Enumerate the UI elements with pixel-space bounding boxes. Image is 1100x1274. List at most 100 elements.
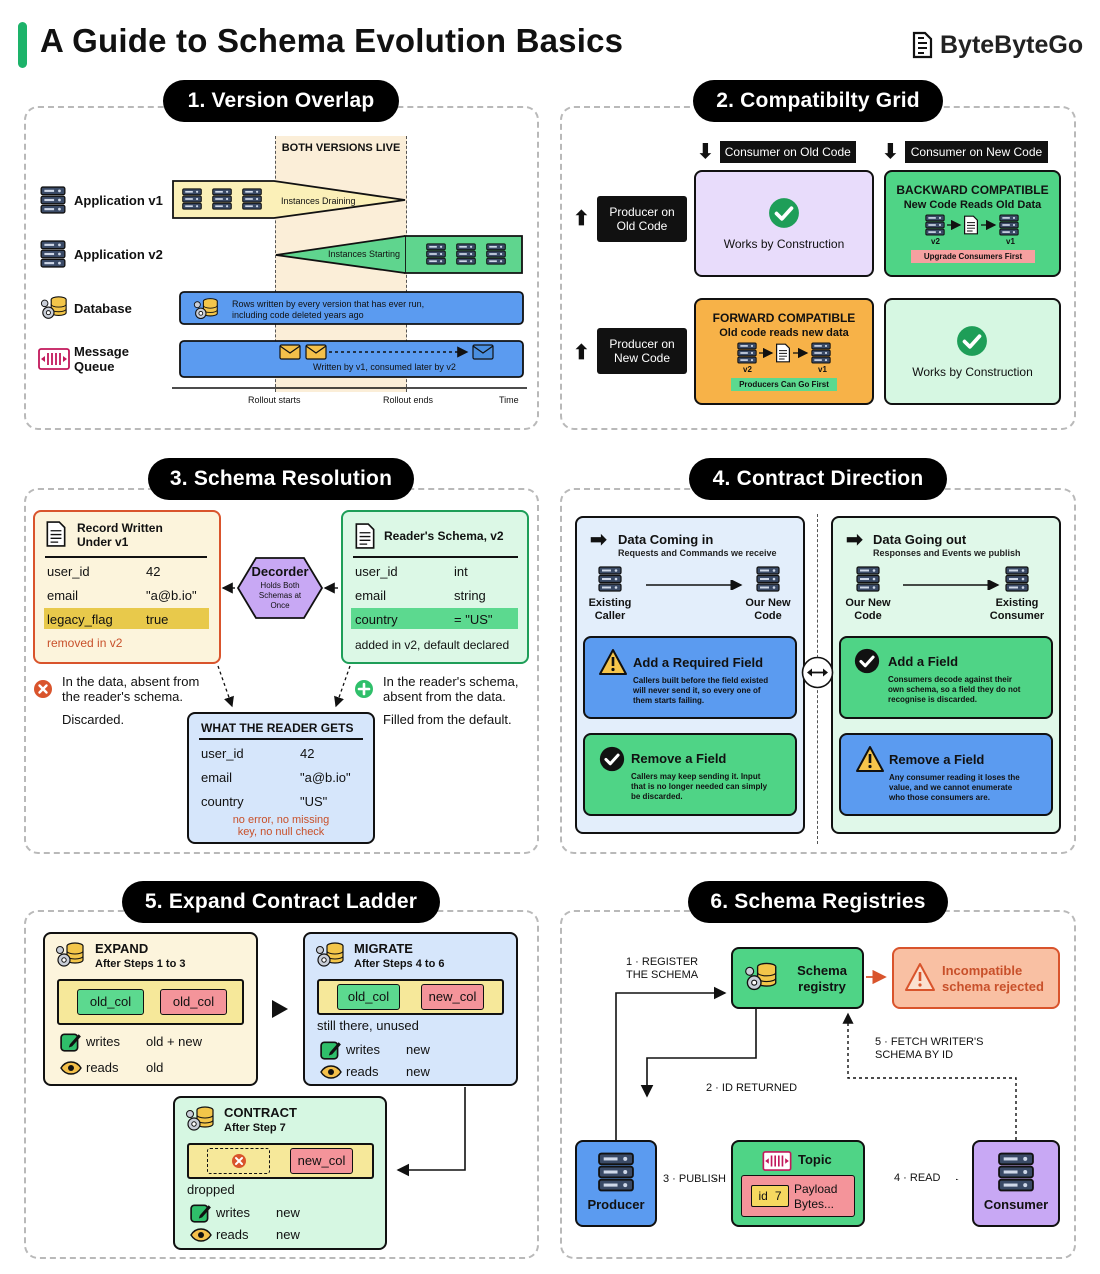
record-row-key: email <box>47 588 79 603</box>
flow-arrow <box>903 580 1000 590</box>
panel-title-contract-direction: 4. Contract Direction <box>689 458 947 500</box>
dropped-column-slot <box>207 1148 270 1174</box>
registry-flow-lines <box>615 969 1017 1180</box>
legacy-flag-highlight <box>44 608 209 629</box>
arrow-right-icon: ➡ <box>590 529 607 551</box>
check-icon <box>599 746 625 772</box>
output-row-value: "US" <box>300 794 328 809</box>
filled-explanation: In the reader's schema,absent from the d… <box>383 674 519 704</box>
warning-icon <box>598 648 628 676</box>
mail-icon-1 <box>279 344 301 360</box>
works-by-construction-1: Works by Construction <box>723 237 845 251</box>
our-new-code-icon <box>856 566 880 592</box>
cell-old-old <box>694 170 874 277</box>
migrate-note: still there, unused <box>317 1018 419 1033</box>
title-accent-bar <box>18 22 27 68</box>
database-icon <box>314 940 346 970</box>
arrow-up-icon: ⬆ <box>573 342 590 364</box>
panel-title-schema-registries: 6. Schema Registries <box>688 881 948 923</box>
reader-row-key: user_id <box>355 564 398 579</box>
arrow-down-icon: ⬇ <box>697 141 714 163</box>
mail-icon-2 <box>305 344 327 360</box>
reads-label: reads <box>346 1064 379 1079</box>
output-row-key: country <box>201 794 244 809</box>
decoder-arrows <box>221 582 338 594</box>
fc-v1-label: v1 <box>818 365 827 374</box>
writes-label: writes <box>216 1205 250 1220</box>
card-title: Add a Required Field <box>633 655 764 670</box>
writes-value: new <box>276 1205 300 1220</box>
card-title: Add a Field <box>888 654 959 669</box>
brand-logo: ByteByteGo <box>910 30 1083 60</box>
bc-tag: Upgrade Consumers First <box>911 250 1035 263</box>
record-row-key: legacy_flag <box>47 612 113 627</box>
app-v1-label: Application v1 <box>74 193 163 208</box>
panel-title-compatibility-grid: 2. Compatibilty Grid <box>693 80 943 122</box>
time-label: Time <box>499 395 519 405</box>
migrate-to-contract-arrow <box>396 1087 466 1177</box>
message-queue-bar-text: Written by v1, consumed later by v2 <box>313 362 456 372</box>
producer-icon <box>596 1152 636 1192</box>
document-icon <box>45 521 67 547</box>
reader-row-key: email <box>355 588 387 603</box>
removed-icon <box>232 1154 246 1168</box>
producer-label: Producer <box>587 1197 645 1212</box>
page-title: A Guide to Schema Evolution Basics <box>40 22 624 59</box>
filled-label: Filled from the default. <box>383 712 512 727</box>
data-going-out-title: Data Going out <box>873 532 967 547</box>
backward-compatible-sub: New Code Reads Old Data <box>903 199 1042 211</box>
divider <box>199 738 363 740</box>
reader-row-key: country <box>355 612 398 627</box>
flow-arrow <box>646 580 743 590</box>
database-icon <box>54 940 86 970</box>
warning-icon <box>855 745 885 773</box>
reads-value: new <box>406 1064 430 1079</box>
reader-row-value: = "US" <box>454 612 493 627</box>
expand-col-old: old_col <box>77 989 144 1015</box>
card-title: Remove a Field <box>631 751 727 766</box>
migrate-title: MIGRATE <box>354 941 413 956</box>
column-header-old-consumer: ⬇ Consumer on Old Code <box>697 139 856 164</box>
writes-label: writes <box>86 1034 120 1049</box>
mail-arrow <box>329 346 469 358</box>
check-icon <box>768 197 800 229</box>
topic-icon <box>762 1151 792 1171</box>
expand-sub: After Steps 1 to 3 <box>95 958 186 970</box>
reads-value: old <box>146 1060 164 1075</box>
eye-icon <box>60 1061 82 1075</box>
both-versions-live-label: BOTH VERSIONS LIVE <box>281 142 401 154</box>
arrow-right-icon: ➡ <box>846 529 863 551</box>
output-row-value: 42 <box>300 746 315 761</box>
contract-note: dropped <box>187 1182 235 1197</box>
reader-schema-box <box>341 510 529 664</box>
topic-label: Topic <box>798 1152 832 1167</box>
step-2-label: 2 · ID RETURNED <box>706 1082 798 1094</box>
added-in-v2-note: added in v2, default declared <box>355 638 510 652</box>
instances-starting-label: Instances Starting <box>328 249 401 259</box>
message-queue-icon <box>38 348 70 370</box>
eye-icon <box>320 1065 342 1079</box>
fc-flow-diagram <box>737 342 831 364</box>
brand-name: ByteByteGo <box>940 30 1084 59</box>
existing-caller-icon <box>598 566 622 592</box>
existing-consumer-icon <box>1005 566 1029 592</box>
card-add-field <box>839 636 1053 719</box>
reads-label: reads <box>86 1060 119 1075</box>
panel-title-expand-contract: 5. Expand Contract Ladder <box>122 881 440 923</box>
resolution-arrows <box>217 665 351 708</box>
step-4-label: 4 · READ <box>894 1172 941 1184</box>
consumer-icon <box>996 1152 1036 1192</box>
bc-v2-label: v2 <box>931 237 940 246</box>
contract-title: CONTRACT <box>224 1105 297 1120</box>
